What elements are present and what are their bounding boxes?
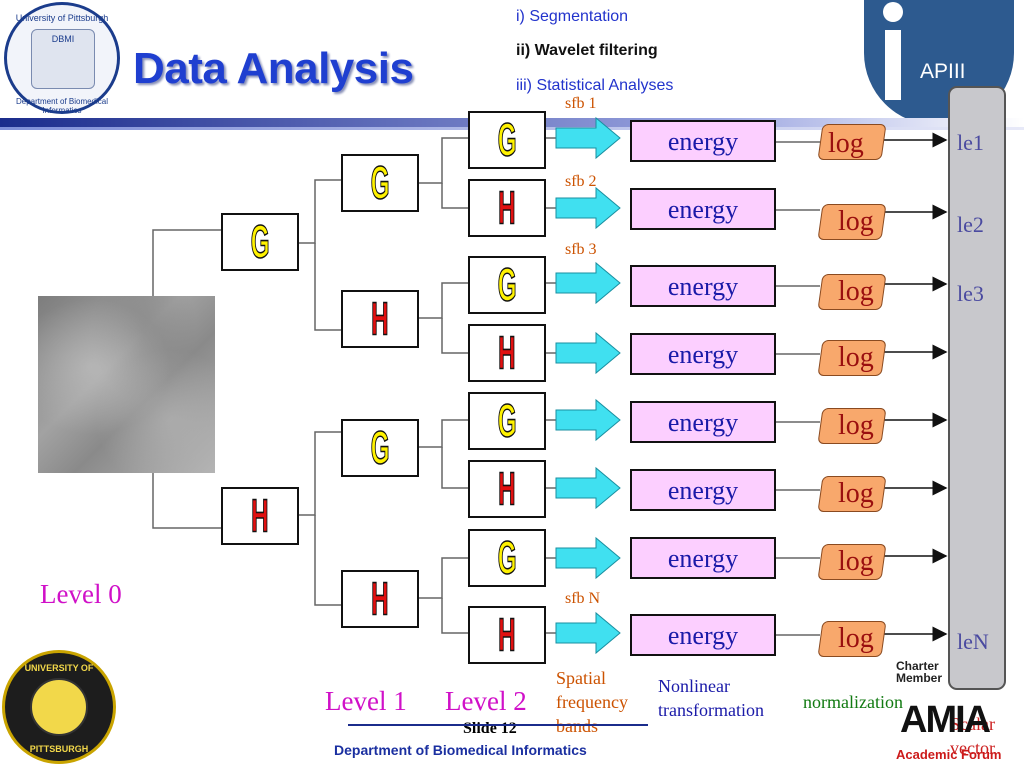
slide-number: Slide 12 (463, 720, 517, 737)
level-2-label: Level 2 (445, 686, 527, 716)
amia-charter-text: Charter (896, 659, 939, 673)
sfb-label-1: sfb 1 (565, 95, 597, 112)
energy-box: energy (630, 469, 776, 511)
university-seal: UNIVERSITY OF PITTSBURGH (2, 650, 116, 764)
log-label: log (838, 623, 874, 654)
level1-filter-g: G (341, 419, 419, 477)
energy-box: energy (630, 188, 776, 230)
seal-top-text: UNIVERSITY OF (24, 663, 94, 673)
menu-item-segmentation[interactable]: i) Segmentation (516, 8, 629, 25)
footer-divider (348, 724, 648, 726)
log-label: log (838, 546, 874, 577)
apiii-label: APIII (920, 60, 966, 83)
level2-filter-g: G (468, 529, 546, 587)
energy-box: energy (630, 265, 776, 307)
energy-box: energy (630, 614, 776, 656)
department-name: Department of Biomedical Informatics (334, 742, 587, 758)
log-label: log (838, 276, 874, 307)
page-title: Data Analysis (133, 44, 414, 93)
level2-filter-g: G (468, 256, 546, 314)
log-label: log (828, 128, 864, 159)
level1-filter-h: H (341, 570, 419, 628)
caption-normalization: normalization (803, 692, 903, 712)
vector-label-le1: le1 (957, 130, 984, 155)
log-label: log (838, 410, 874, 441)
log-label: log (838, 206, 874, 237)
log-label: log (838, 342, 874, 373)
level1-filter-h: H (341, 290, 419, 348)
level2-filter-g: G (468, 392, 546, 450)
i-stem-icon (885, 30, 901, 100)
energy-box: energy (630, 333, 776, 375)
energy-box: energy (630, 401, 776, 443)
menu-item-statistical[interactable]: iii) Statistical Analyses (516, 77, 674, 94)
level1-filter-g: G (341, 154, 419, 212)
sfb-label-n: sfb N (565, 590, 601, 607)
amia-member-text: Member (896, 671, 943, 685)
caption-nonlinear-transformation: Nonlinear transformation (658, 676, 764, 720)
level-0-label: Level 0 (40, 579, 122, 609)
level2-filter-h: H (468, 606, 546, 664)
input-texture-image (38, 296, 215, 473)
level0-filter-g: G (221, 213, 299, 271)
shield-icon (30, 678, 88, 736)
energy-box: energy (630, 537, 776, 579)
feature-vector-bar (948, 86, 1006, 690)
vector-label-len: leN (957, 629, 989, 654)
log-label: log (838, 478, 874, 509)
caption-scalar-vector: Scalar vector (950, 714, 995, 758)
caption-spatial-frequency-bands: Spatial frequency bands (556, 668, 628, 736)
logo-dbmi-text: DBMI (51, 34, 75, 44)
computer-icon: DBMI (31, 29, 95, 89)
level2-filter-g: G (468, 111, 546, 169)
level2-filter-h: H (468, 460, 546, 518)
vector-label-le2: le2 (957, 212, 984, 237)
logo-ring-top: University of Pittsburgh (15, 13, 109, 23)
sfb-label-2: sfb 2 (565, 173, 597, 190)
energy-box: energy (630, 120, 776, 162)
level0-filter-h: H (221, 487, 299, 545)
logo-ring-bottom: Department of Biomedical Informatics (15, 97, 109, 115)
amia-academic-forum: Academic Forum (896, 747, 1002, 762)
level-1-label: Level 1 (325, 686, 407, 716)
level2-filter-h: H (468, 179, 546, 237)
level2-filter-h: H (468, 324, 546, 382)
seal-bottom-text: PITTSBURGH (29, 744, 89, 754)
dbmi-logo: University of Pittsburgh DBMI Department… (4, 2, 120, 115)
amia-logo-text: AMIA (900, 699, 991, 741)
menu-item-wavelet[interactable]: ii) Wavelet filtering (516, 42, 658, 59)
sfb-label-3: sfb 3 (565, 241, 597, 258)
i-dot-icon (883, 2, 903, 22)
vector-label-le3: le3 (957, 281, 984, 306)
